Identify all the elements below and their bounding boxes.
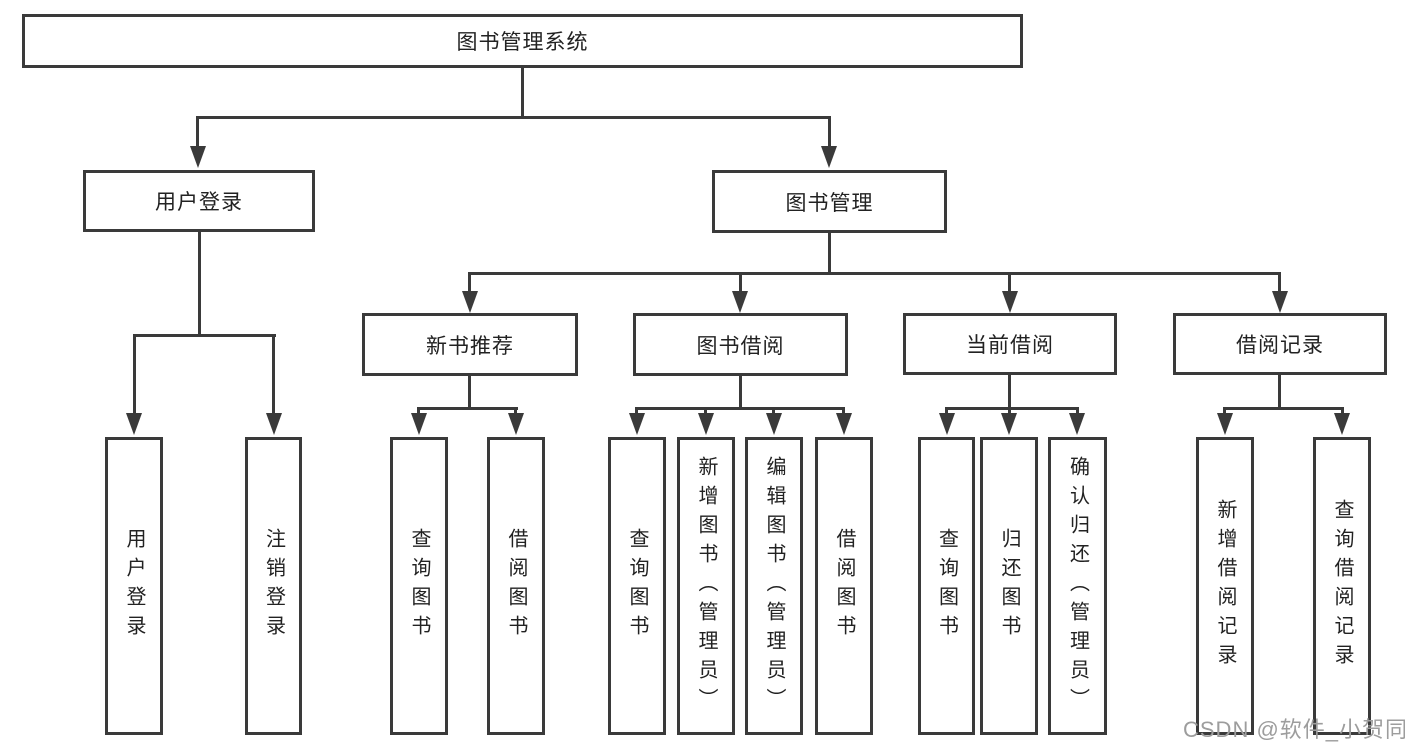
node-current-borrow: 当前借阅: [903, 313, 1117, 375]
arrow-to-query-borrow-record: [1334, 413, 1350, 435]
connector-to-book-borrow-shaft: [739, 272, 742, 293]
connector-new-book-stub: [468, 374, 471, 410]
leaf-borrow-book-1: 借阅图书: [487, 437, 545, 735]
connector-book-mgmt-branch: [469, 272, 1281, 275]
connector-root-to-book-mgmt-shaft: [828, 116, 831, 148]
arrow-to-leaf-logout: [266, 413, 282, 435]
node-new-book-rec: 新书推荐: [362, 313, 578, 376]
node-new-book-rec-label: 新书推荐: [426, 334, 514, 358]
node-current-borrow-label: 当前借阅: [966, 334, 1054, 357]
connector-book-borrow-stub: [739, 374, 742, 410]
arrow-to-borrow-book-1: [508, 413, 524, 435]
connector-user-login-branch: [133, 334, 276, 337]
leaf-query-borrow-record-label: 查询借阅记录: [1331, 499, 1353, 673]
connector-to-leaf-logout-shaft: [272, 334, 275, 415]
connector-root-branch: [197, 116, 831, 119]
connector-to-query-book-2-shaft: [635, 407, 638, 416]
leaf-confirm-return-admin: 确认归还（管理员）: [1048, 437, 1107, 735]
leaf-borrow-book-2-label: 借阅图书: [833, 528, 855, 644]
connector-user-login-stub: [198, 230, 201, 336]
arrow-to-book-borrow: [732, 291, 748, 313]
leaf-borrow-book-1-label: 借阅图书: [505, 528, 527, 644]
connector-current-borrow-branch: [945, 407, 1079, 410]
node-root: 图书管理系统: [22, 14, 1023, 68]
leaf-confirm-return-admin-label: 确认归还（管理员）: [1066, 455, 1089, 717]
leaf-user-login: 用户登录: [105, 437, 163, 735]
leaf-query-book-1-label: 查询图书: [408, 528, 430, 644]
connector-book-mgmt-stub: [828, 231, 831, 274]
connector-to-return-book-shaft: [1008, 407, 1011, 416]
connector-current-borrow-stub: [1008, 373, 1011, 410]
leaf-return-book-label: 归还图书: [998, 528, 1020, 644]
connector-to-current-borrow-shaft: [1008, 272, 1011, 293]
connector-to-query-record-shaft: [1341, 407, 1344, 416]
connector-book-borrow-branch: [635, 407, 845, 410]
connector-to-query-book-1-shaft: [417, 407, 420, 416]
node-root-label: 图书管理系统: [456, 31, 589, 54]
leaf-query-borrow-record: 查询借阅记录: [1313, 437, 1371, 735]
leaf-add-borrow-record-label: 新增借阅记录: [1214, 499, 1236, 673]
arrow-to-query-book-3: [939, 413, 955, 435]
connector-to-leaf-user-login-shaft: [133, 334, 136, 415]
node-borrow-record: 借阅记录: [1173, 313, 1387, 375]
arrow-to-borrow-book-2: [836, 413, 852, 435]
connector-to-borrow-book-2-shaft: [842, 407, 845, 416]
arrow-to-user-login: [190, 146, 206, 168]
csdn-watermark: CSDN @软件_小贺同学: [1183, 717, 1405, 742]
connector-to-edit-book-shaft: [772, 407, 775, 416]
connector-to-borrow-book-1-shaft: [514, 407, 517, 416]
leaf-query-book-3: 查询图书: [918, 437, 975, 735]
connector-borrow-record-stub: [1278, 373, 1281, 410]
arrow-to-borrow-record: [1272, 291, 1288, 313]
leaf-logout: 注销登录: [245, 437, 302, 735]
leaf-user-login-label: 用户登录: [123, 528, 145, 644]
node-book-borrow-label: 图书借阅: [696, 334, 785, 358]
leaf-query-book-1: 查询图书: [390, 437, 448, 735]
arrow-to-book-mgmt: [821, 146, 837, 168]
leaf-query-book-3-label: 查询图书: [935, 528, 958, 644]
node-book-borrow: 图书借阅: [633, 313, 848, 376]
arrow-to-query-book-1: [411, 413, 427, 435]
connector-new-book-branch: [417, 407, 518, 410]
connector-to-add-book-shaft: [704, 407, 707, 416]
arrow-to-query-book-2: [629, 413, 645, 435]
node-user-login-label: 用户登录: [155, 191, 243, 214]
arrow-to-leaf-user-login: [126, 413, 142, 435]
leaf-edit-book-admin-label: 编辑图书（管理员）: [763, 455, 785, 717]
arrow-to-current-borrow: [1002, 291, 1018, 313]
arrow-to-new-book-rec: [462, 291, 478, 313]
leaf-query-book-2: 查询图书: [608, 437, 666, 735]
connector-root-to-user-login-shaft: [196, 116, 199, 148]
leaf-logout-label: 注销登录: [262, 528, 285, 644]
node-book-mgmt-label: 图书管理: [785, 191, 874, 215]
node-user-login: 用户登录: [83, 170, 315, 232]
leaf-add-borrow-record: 新增借阅记录: [1196, 437, 1254, 735]
connector-to-query-book-3-shaft: [945, 407, 948, 416]
connector-to-add-record-shaft: [1223, 407, 1226, 416]
node-borrow-record-label: 借阅记录: [1236, 334, 1324, 357]
leaf-return-book: 归还图书: [980, 437, 1038, 735]
connector-to-borrow-record-shaft: [1278, 272, 1281, 293]
leaf-edit-book-admin: 编辑图书（管理员）: [745, 437, 803, 735]
connector-to-new-book-shaft: [468, 272, 471, 293]
node-book-mgmt: 图书管理: [712, 170, 947, 233]
connector-to-confirm-return-shaft: [1076, 407, 1079, 416]
connector-borrow-record-branch: [1223, 407, 1344, 410]
leaf-borrow-book-2: 借阅图书: [815, 437, 873, 735]
arrow-to-add-book-admin: [698, 413, 714, 435]
leaf-add-book-admin: 新增图书（管理员）: [677, 437, 735, 735]
leaf-add-book-admin-label: 新增图书（管理员）: [695, 455, 717, 717]
arrow-to-edit-book-admin: [766, 413, 782, 435]
connector-root-trunk: [521, 66, 524, 118]
arrow-to-add-borrow-record: [1217, 413, 1233, 435]
leaf-query-book-2-label: 查询图书: [626, 528, 648, 644]
arrow-to-confirm-return-admin: [1069, 413, 1085, 435]
arrow-to-return-book: [1001, 413, 1017, 435]
